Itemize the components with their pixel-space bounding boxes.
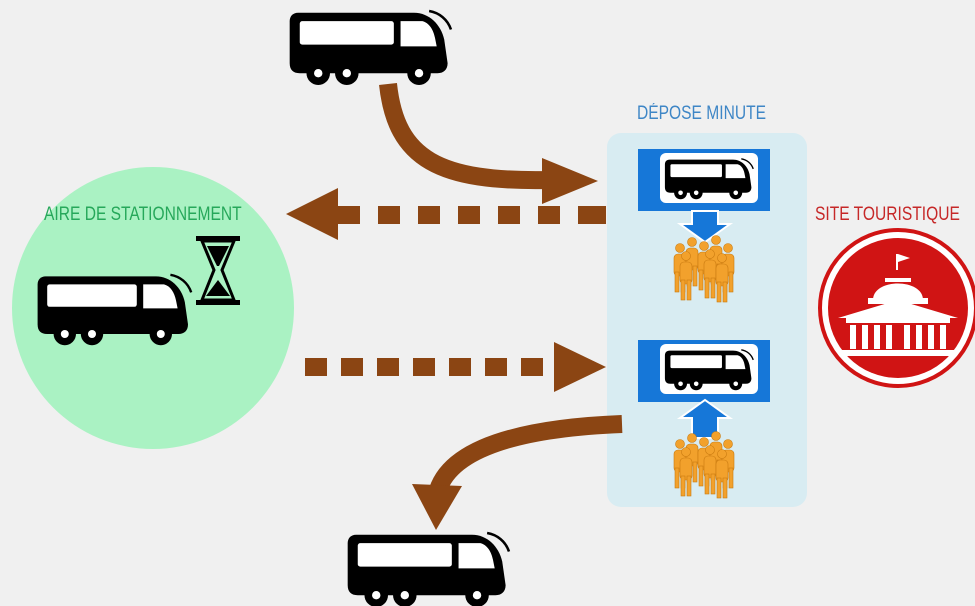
drop-off-panel xyxy=(607,133,807,507)
arrow-from-parking xyxy=(305,342,606,392)
drop-off-box-unload xyxy=(638,149,770,244)
hourglass-icon xyxy=(196,236,240,305)
arrow-arrival xyxy=(379,82,598,204)
tourist-site-badge xyxy=(818,228,975,388)
arrow-departure xyxy=(412,415,623,530)
drop-off-box-board xyxy=(638,340,770,439)
parking-area-label: AIRE DE STATIONNEMENT xyxy=(44,204,242,225)
tourist-site-label: SITE TOURISTIQUE xyxy=(815,204,960,225)
bus-icon xyxy=(346,531,511,606)
arrow-to-parking xyxy=(286,188,606,240)
monument-icon xyxy=(838,254,958,356)
bus-icon xyxy=(288,9,453,87)
drop-off-label: DÉPOSE MINUTE xyxy=(637,103,766,124)
